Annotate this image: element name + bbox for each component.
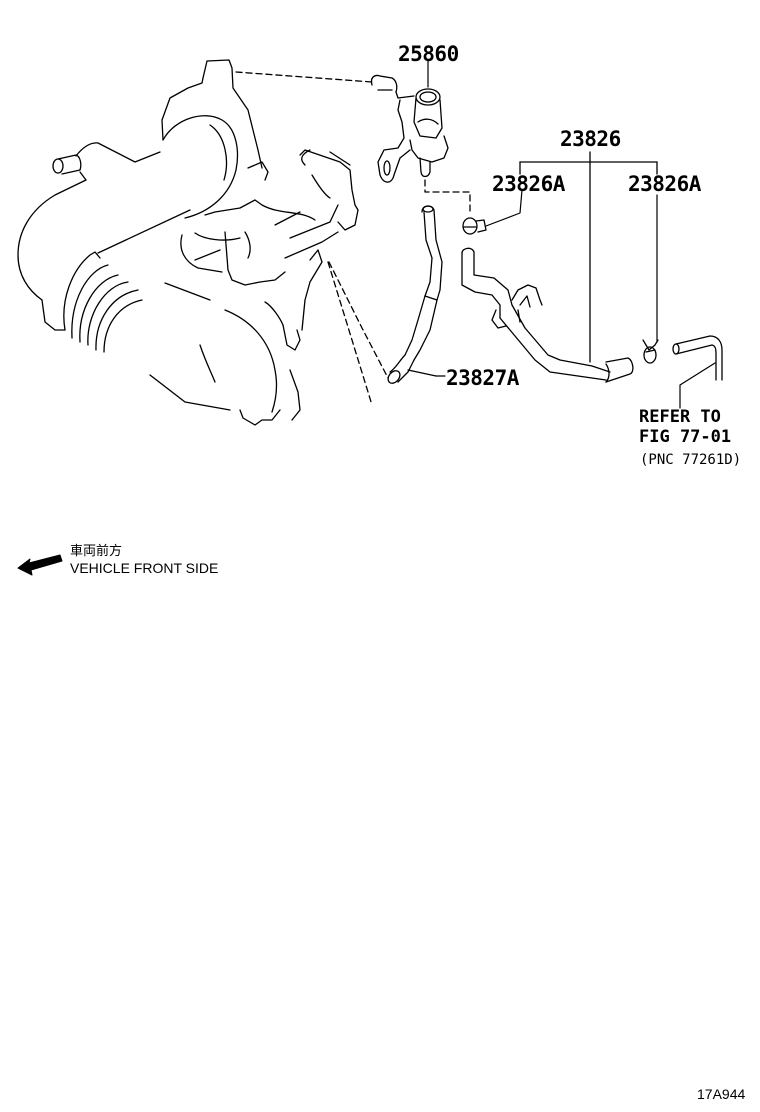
part-label-23826A-left[interactable]: 23826A	[492, 172, 565, 196]
part-label-25860[interactable]: 25860	[398, 42, 459, 66]
part-label-23826[interactable]: 23826	[560, 127, 621, 151]
reference-note-line2[interactable]: FIG 77-01	[639, 427, 732, 447]
reference-pipe-77261D	[673, 336, 722, 408]
vsv-valve-25860[interactable]	[371, 60, 448, 182]
hose-23826[interactable]	[462, 248, 633, 382]
part-label-23826A-right[interactable]: 23826A	[628, 172, 701, 196]
reference-note-line1: REFER TO	[639, 407, 721, 427]
clamp-23826A-right[interactable]	[643, 195, 658, 363]
hose-23827A[interactable]	[386, 206, 445, 386]
clamp-23826A-left[interactable]	[463, 190, 522, 234]
vehicle-front-label-jp: 車両前方	[70, 544, 123, 559]
throttle-body-assembly	[18, 60, 358, 425]
part-label-23827A[interactable]: 23827A	[446, 366, 519, 390]
leader-23826	[520, 152, 657, 362]
vehicle-front-label-en: VEHICLE FRONT SIDE	[70, 560, 219, 576]
reference-note-line3: (PNC 77261D)	[640, 452, 742, 468]
figure-id: 17A944	[697, 1086, 746, 1102]
dashed-leaders	[236, 72, 470, 405]
arrow-left-icon	[18, 555, 62, 575]
